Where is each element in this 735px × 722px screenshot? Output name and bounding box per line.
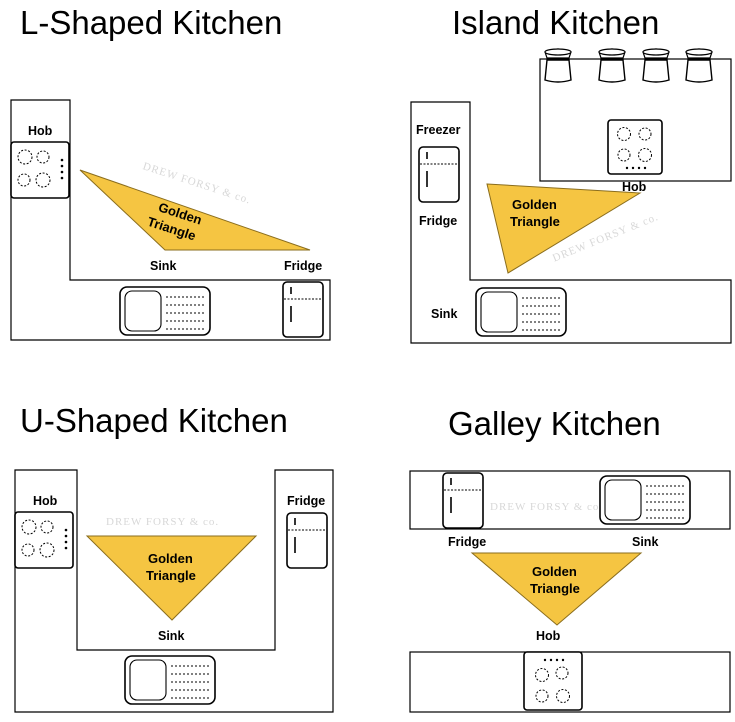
u-shaped-counter	[14, 469, 334, 713]
island-triangle-label-1: Golden	[512, 197, 557, 212]
island-fridge-freezer-icon	[418, 146, 460, 203]
u-shaped-triangle-label-2: Triangle	[146, 568, 196, 583]
island-triangle-label-2: Triangle	[510, 214, 560, 229]
panel-galley: Galley Kitchen DREW FORSY & co. Fridge S…	[409, 405, 731, 713]
galley-hob-label: Hob	[536, 629, 561, 643]
galley-fridge-icon	[442, 472, 484, 529]
l-shaped-sink-icon	[119, 286, 211, 336]
galley-hob-icon	[523, 651, 583, 711]
l-shaped-title: L-Shaped Kitchen	[20, 4, 282, 41]
l-shaped-golden-triangle	[79, 169, 311, 251]
island-sink-label: Sink	[431, 307, 457, 321]
u-shaped-triangle-label-1: Golden	[148, 551, 193, 566]
u-shaped-hob-icon	[14, 511, 74, 569]
galley-sink-label: Sink	[632, 535, 658, 549]
island-hob-icon	[607, 119, 663, 175]
l-shaped-counter	[10, 99, 331, 341]
panel-u-shaped: U-Shaped Kitchen Hob Fridge DREW FORSY &…	[14, 402, 334, 713]
u-shaped-watermark: DREW FORSY & co.	[106, 516, 219, 528]
galley-golden-triangle	[470, 552, 643, 626]
bar-stool-3	[642, 48, 670, 83]
galley-sink-icon	[599, 475, 691, 525]
u-shaped-hob-label: Hob	[33, 494, 58, 508]
island-hob-label: Hob	[622, 180, 647, 194]
bar-stool-2	[598, 48, 626, 83]
panel-island: Island Kitchen Hob DREW FORSY & co. Free…	[410, 4, 732, 344]
u-shaped-fridge-icon	[286, 512, 328, 569]
panel-l-shaped: L-Shaped Kitchen DREW FORSY & co. Hob Go…	[10, 4, 331, 341]
l-shaped-hob-label: Hob	[28, 124, 53, 138]
galley-fridge-label: Fridge	[448, 535, 486, 549]
bar-stool-1	[544, 48, 572, 83]
u-shaped-sink-label: Sink	[158, 629, 184, 643]
galley-triangle-label-1: Golden	[532, 564, 577, 579]
galley-watermark: DREW FORSY & co.	[490, 501, 603, 513]
l-shaped-sink-label: Sink	[150, 259, 176, 273]
island-fridge-label: Fridge	[419, 214, 457, 228]
u-shaped-sink-icon	[124, 655, 216, 705]
u-shaped-title: U-Shaped Kitchen	[20, 402, 288, 439]
island-sink-icon	[475, 287, 567, 337]
galley-triangle-label-2: Triangle	[530, 581, 580, 596]
l-shaped-fridge-label: Fridge	[284, 259, 322, 273]
l-shaped-hob-icon	[10, 141, 70, 199]
island-title: Island Kitchen	[452, 4, 659, 41]
island-counter	[410, 101, 732, 344]
galley-title: Galley Kitchen	[448, 405, 661, 442]
l-shaped-fridge-icon	[282, 281, 324, 338]
u-shaped-fridge-label: Fridge	[287, 494, 325, 508]
bar-stool-4	[685, 48, 713, 83]
u-shaped-golden-triangle	[85, 535, 258, 621]
island-freezer-label: Freezer	[416, 123, 461, 137]
island-golden-triangle	[486, 183, 642, 274]
